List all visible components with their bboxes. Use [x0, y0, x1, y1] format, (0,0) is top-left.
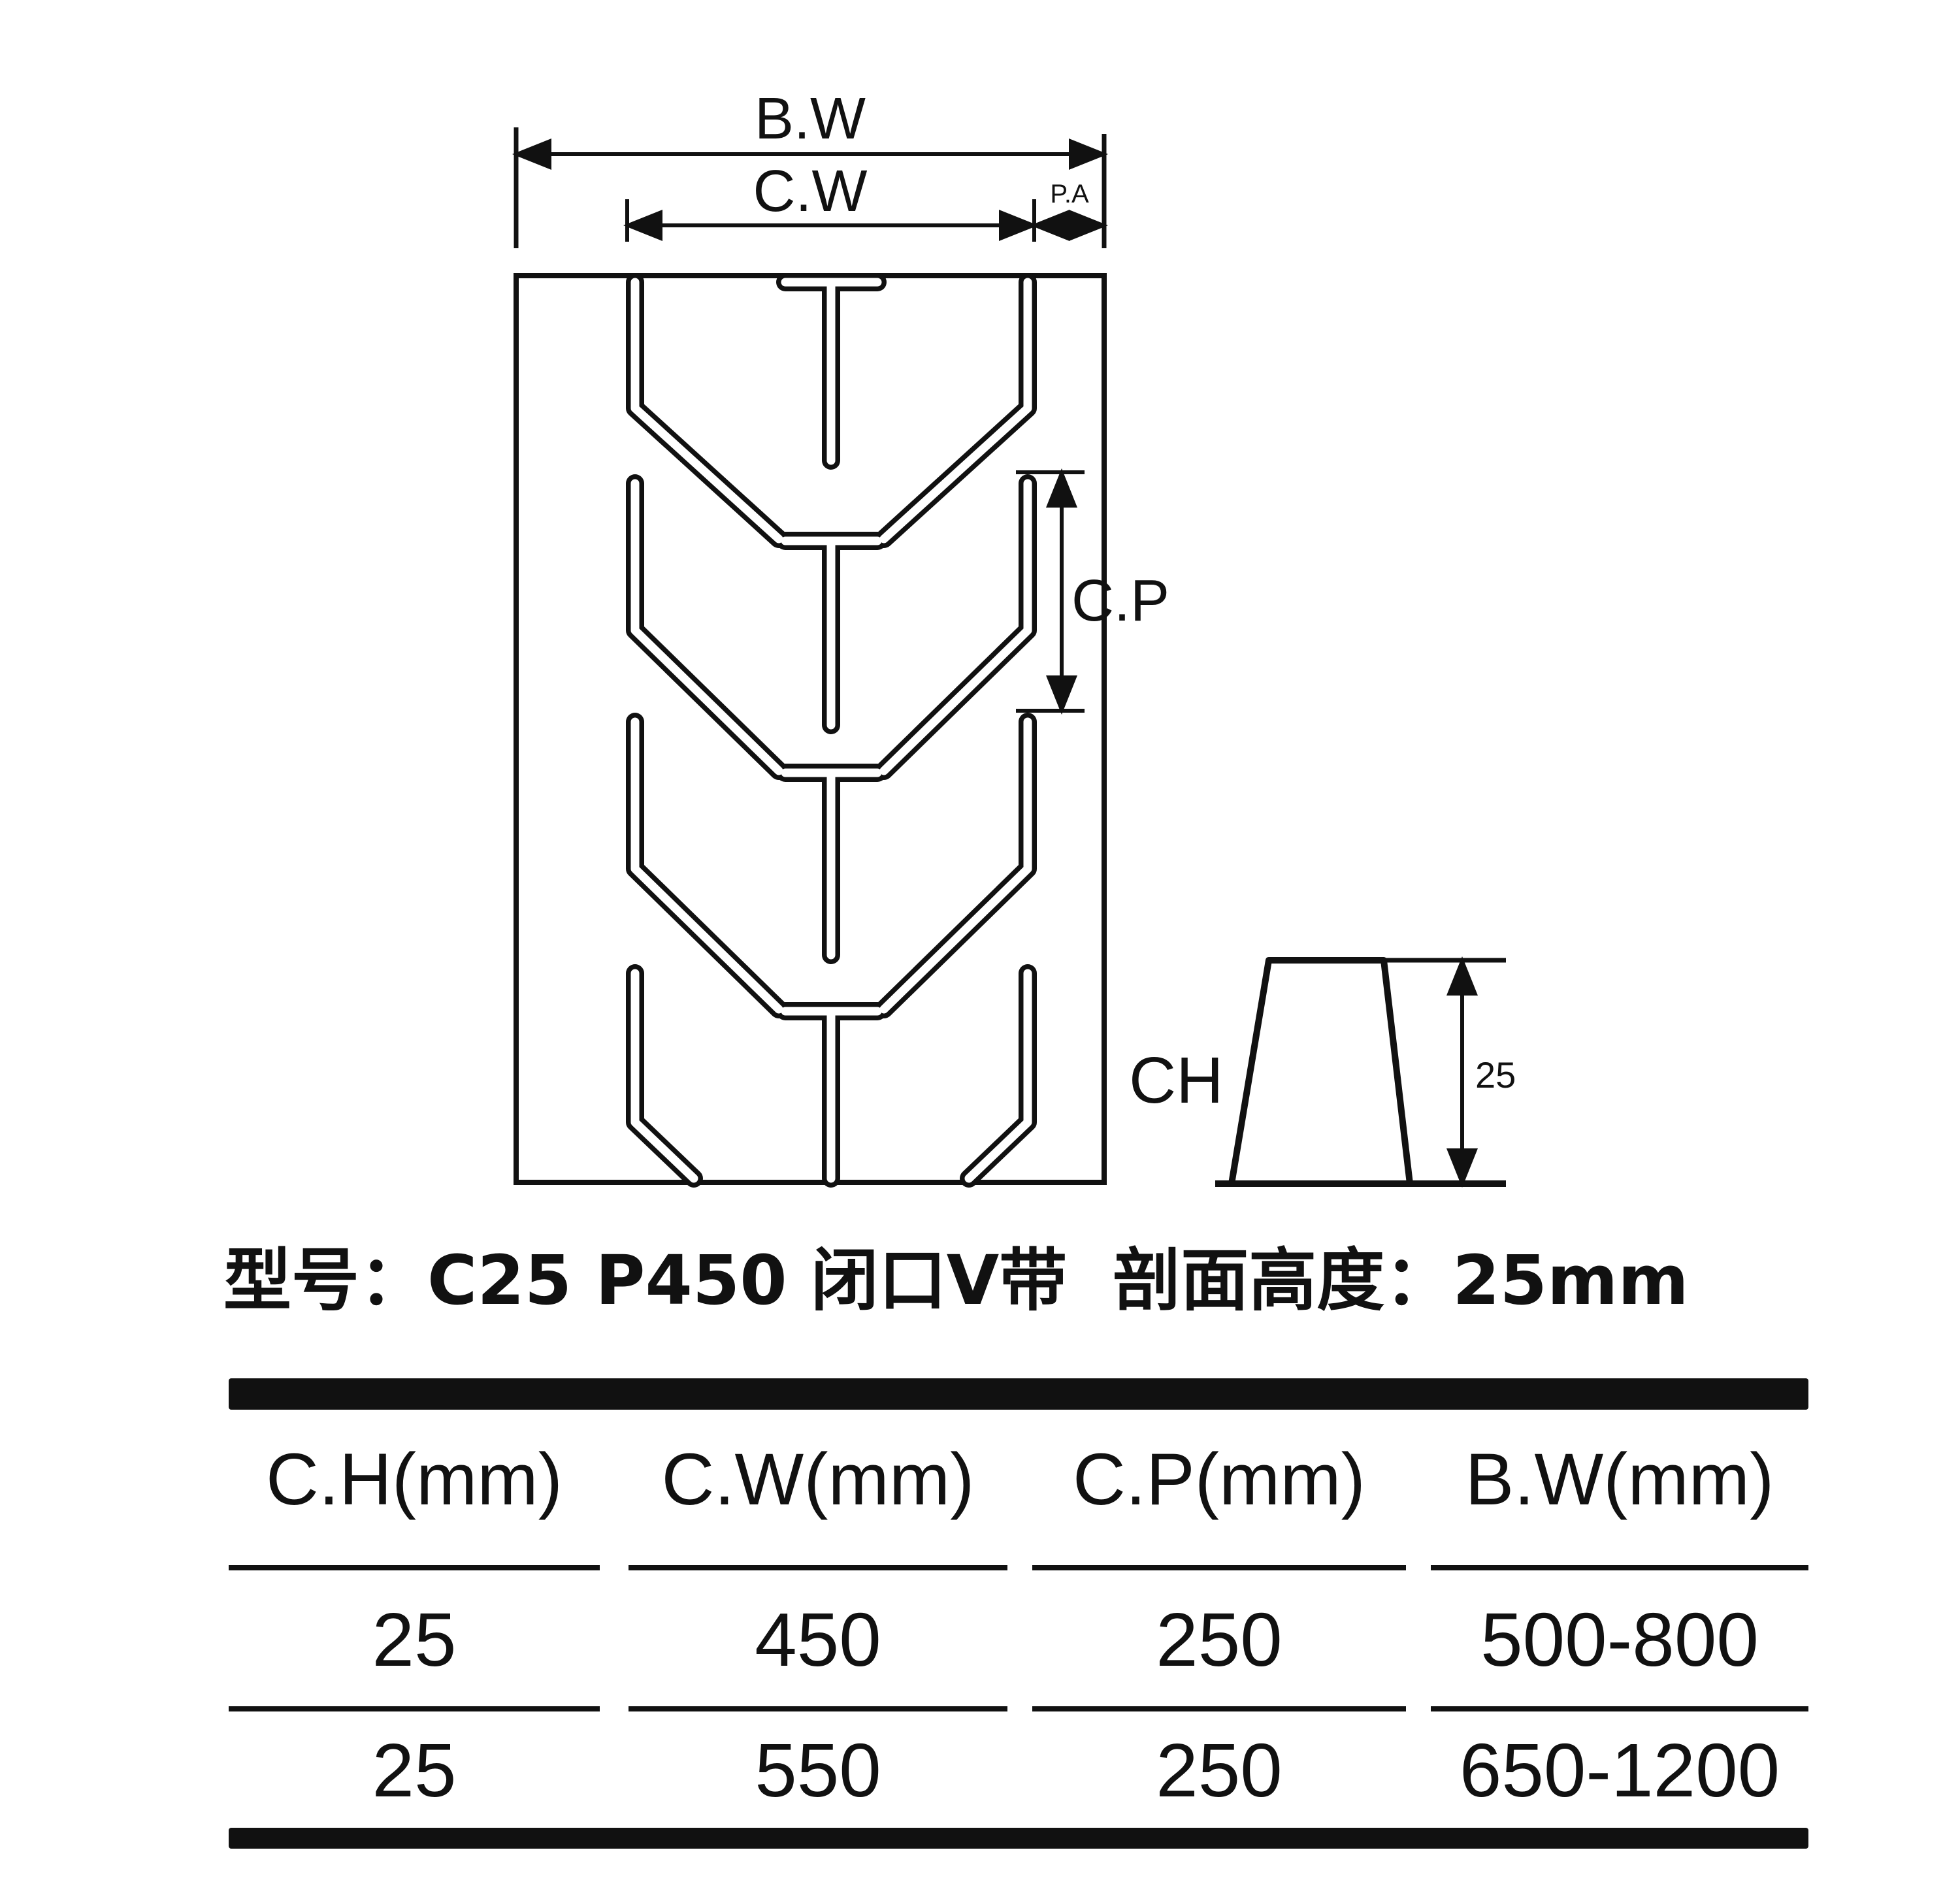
header-ch: C.H(mm) [265, 1438, 563, 1520]
table-top-rule [229, 1378, 1808, 1410]
row-2-cw: 550 [755, 1728, 881, 1813]
bw-label: B.W [755, 86, 866, 152]
belt-diagram: B.W C.W P.A [512, 86, 1516, 1188]
table-bottom-rule [229, 1828, 1808, 1849]
header-rule [229, 1565, 600, 1570]
row-2-cp: 250 [1156, 1728, 1282, 1813]
header-cw: C.W(mm) [661, 1438, 975, 1520]
header-rule [1431, 1565, 1808, 1570]
header-rule [629, 1565, 1007, 1570]
row-rule [629, 1706, 1007, 1711]
spec-table: C.H(mm) C.W(mm) C.P(mm) B.W(mm) 25 450 2… [229, 1378, 1808, 1849]
belt-width-dimension: B.W [512, 86, 1108, 248]
cleat-cross-section: CH 25 [1129, 956, 1516, 1188]
pa-label: P.A [1050, 180, 1089, 208]
cw-label: C.W [753, 159, 868, 224]
model-caption: 型号：C25 P450 闭口V带剖面高度：25mm [223, 1238, 1844, 1323]
row-2-bw: 650-1200 [1459, 1728, 1780, 1813]
row-1-cp: 250 [1156, 1597, 1282, 1682]
header-rule [1032, 1565, 1406, 1570]
header-bw: B.W(mm) [1465, 1438, 1774, 1520]
row-1-cw: 450 [755, 1597, 881, 1682]
row-1-bw: 500-800 [1480, 1597, 1759, 1682]
cross-section-height-value: 25 [1475, 1054, 1516, 1095]
cleat-width-dimension: C.W P.A [623, 159, 1108, 242]
row-rule [229, 1706, 600, 1711]
header-cp: C.P(mm) [1073, 1438, 1365, 1520]
cp-label: C.P [1071, 568, 1169, 634]
cleat-pitch-dimension: C.P [1016, 468, 1169, 715]
section-height-text: 剖面高度：25mm [1113, 1240, 1689, 1320]
model-text: 型号：C25 P450 闭口V带 [223, 1240, 1068, 1320]
row-1-ch: 25 [372, 1597, 457, 1682]
row-rule [1431, 1706, 1808, 1711]
row-2-ch: 25 [372, 1728, 457, 1813]
v-cleat-inner [630, 278, 1032, 1183]
row-rule [1032, 1706, 1406, 1711]
ch-label: CH [1129, 1044, 1223, 1117]
